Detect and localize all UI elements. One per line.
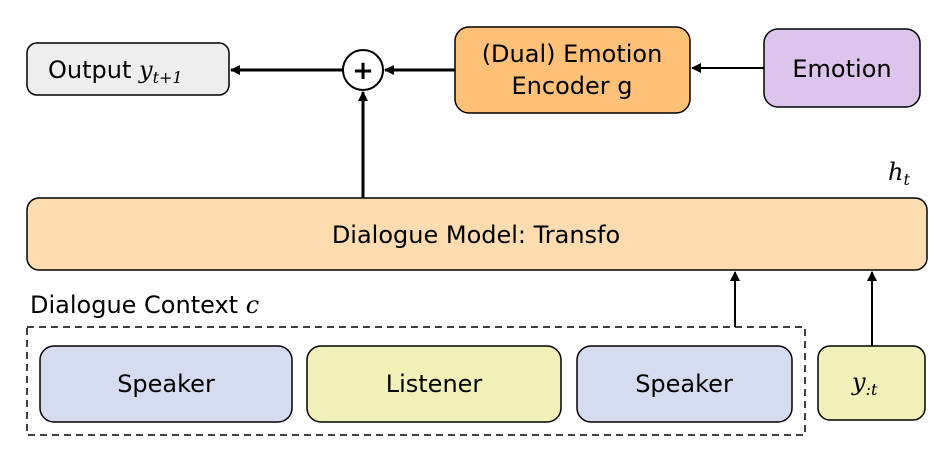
dialogue-context-group — [26, 326, 806, 436]
emotion-node: Emotion — [763, 28, 921, 108]
encoder-label-line2: Encoder g — [512, 72, 633, 100]
hidden-state-label: ht — [888, 158, 910, 189]
svg-text:Speaker: Speaker — [635, 370, 733, 398]
dialogue-context-label: Dialogue Context c — [30, 291, 259, 319]
plus-icon: + — [352, 56, 374, 86]
speaker-node-2: Speaker — [576, 345, 793, 423]
emotion-encoder-node: (Dual) Emotion Encoder g — [454, 26, 691, 114]
encoder-label-line1: (Dual) Emotion — [482, 40, 663, 68]
emotion-label: Emotion — [792, 55, 891, 83]
output-node: Output yt+1 — [26, 42, 230, 96]
svg-text:y:t: y:t — [851, 368, 878, 399]
output-label: Output — [48, 56, 131, 84]
speaker-node-1: Speaker — [39, 345, 293, 423]
svg-text:Speaker: Speaker — [117, 370, 215, 398]
dialogue-model-label: Dialogue Model: Transfo — [332, 221, 620, 249]
svg-text:Output yt+1: Output yt+1 — [48, 56, 183, 87]
svg-text:Listener: Listener — [386, 370, 483, 398]
sum-node: + — [342, 49, 384, 91]
listener-node: Listener — [306, 345, 562, 423]
previous-output-node: y:t — [817, 345, 926, 421]
dialogue-model-node: Dialogue Model: Transfo — [26, 197, 928, 271]
